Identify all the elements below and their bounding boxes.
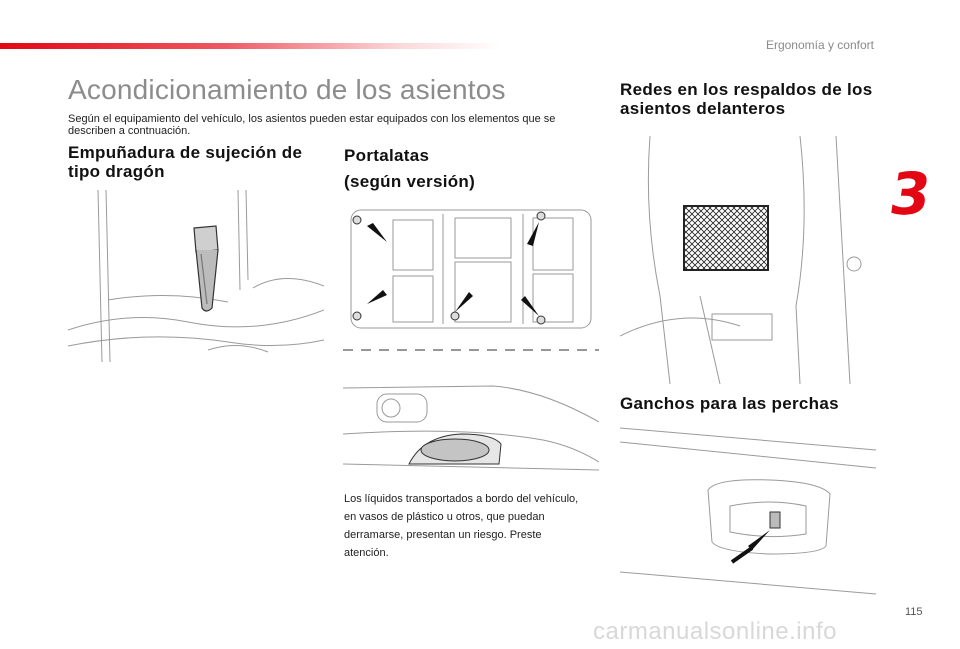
page-number: 115 [905, 606, 923, 618]
cup-holder-warning-text: Los líquidos transportados a bordo del v… [344, 493, 579, 559]
cup-holder-plan-illustration [343, 200, 599, 360]
heading-seat-nets: Redes en los respaldos de los asientos d… [620, 80, 873, 118]
page-title: Acondicionamiento de los asientos [68, 74, 506, 105]
heading-cup-holders: Portalatas (según versión) [344, 143, 594, 195]
red-header-bar [0, 43, 500, 49]
hanger-hook-illustration [620, 422, 876, 600]
heading-cup-holders-line2: (según versión) [344, 172, 476, 191]
heading-cup-holders-line1: Portalatas [344, 146, 430, 165]
cup-holder-detail-illustration [343, 382, 599, 482]
dragon-handle-illustration [68, 190, 324, 362]
chapter-number: 3 [885, 160, 936, 228]
heading-dragon-handle: Empuñadura de sujeción de tipo dragón [68, 143, 303, 181]
heading-hangers: Ganchos para las perchas [620, 394, 839, 413]
section-title: Ergonomía y confort [765, 38, 874, 52]
watermark: carmanualsonline.info [593, 618, 837, 645]
intro-text: Según el equipamiento del vehículo, los … [68, 113, 556, 137]
seat-back-net-illustration [620, 136, 876, 384]
